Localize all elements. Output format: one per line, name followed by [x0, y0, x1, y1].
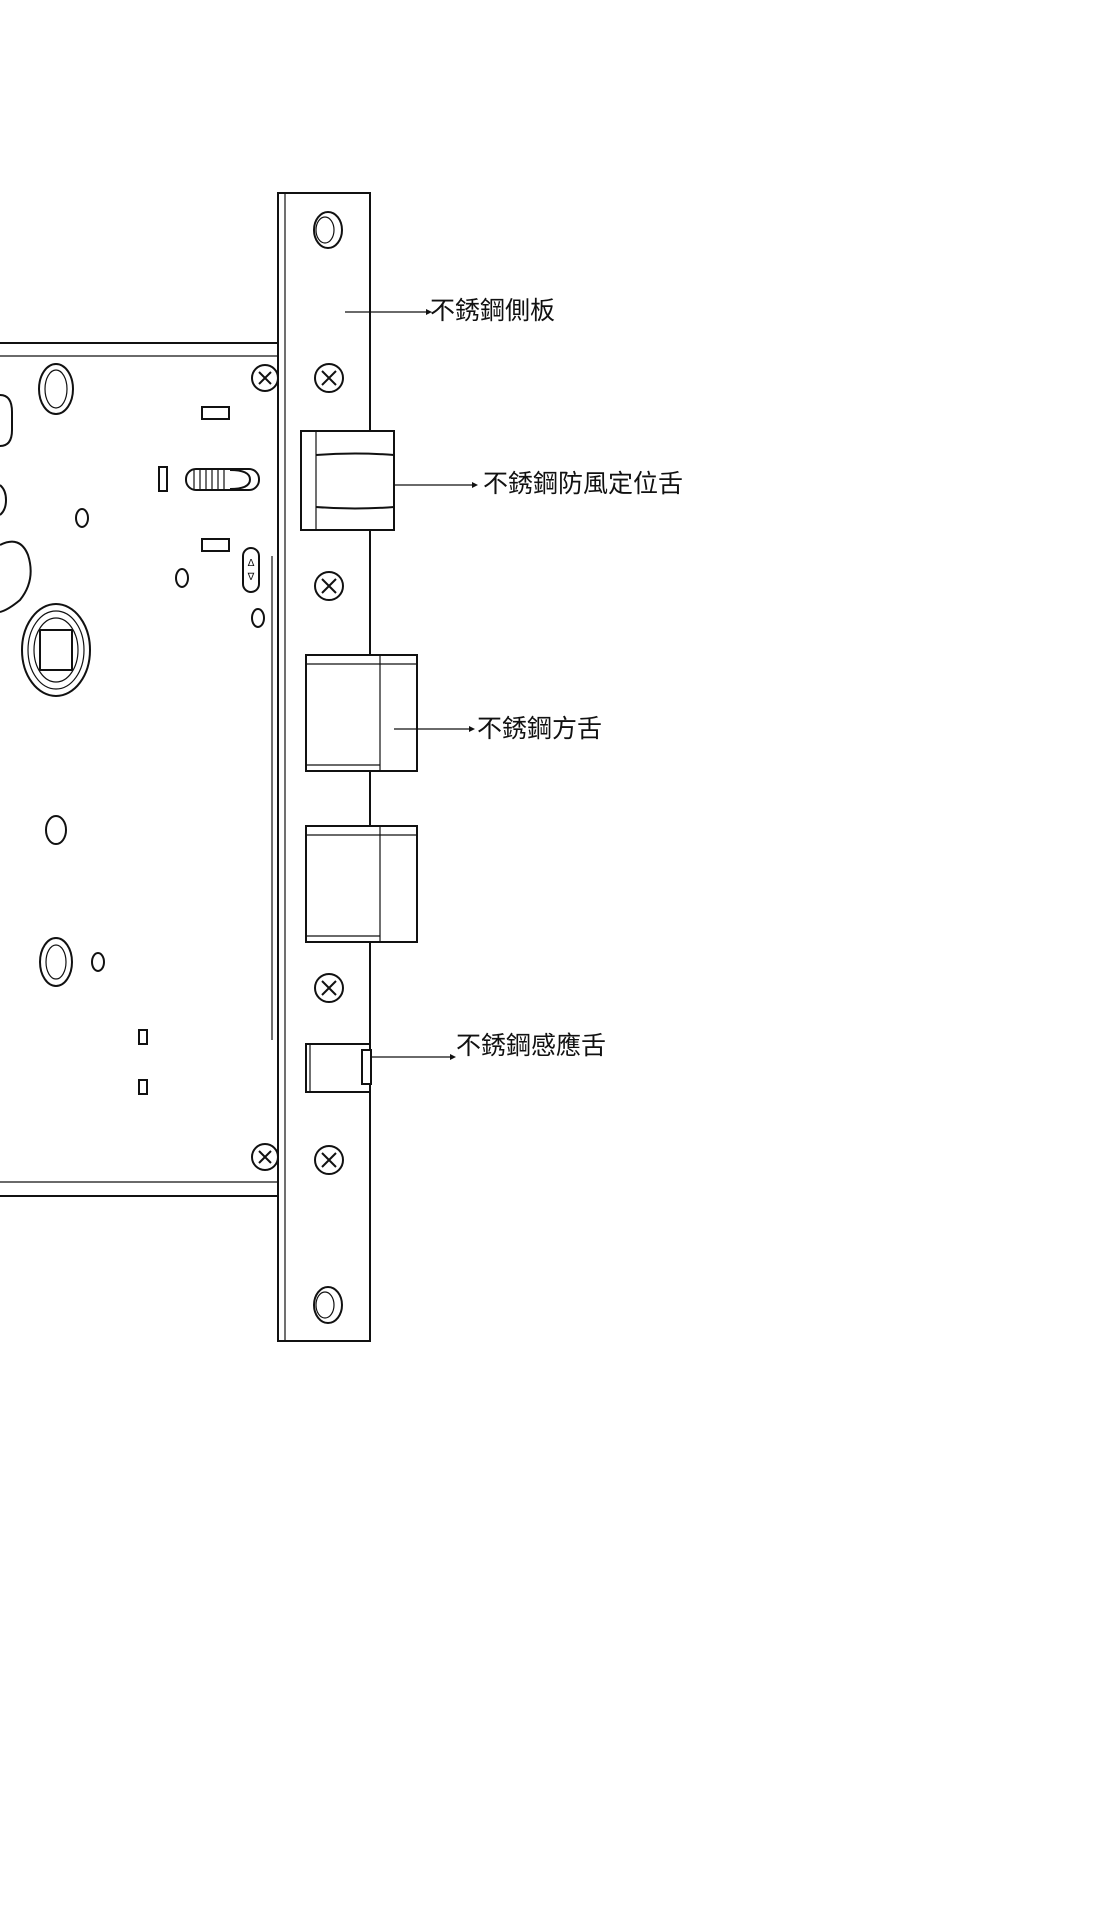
svg-text:Δ: Δ: [248, 558, 255, 569]
callout-side-plate: 不銹鋼側板: [430, 296, 556, 325]
sensor-latch: [305, 1043, 372, 1093]
leader-square-bolt: [394, 726, 475, 732]
anti-wind-latch: [300, 430, 395, 531]
callout-sensor-latch: 不銹鋼感應舌: [456, 1031, 607, 1060]
faceplate-screw-3: [314, 973, 344, 1003]
callout-anti-wind-latch: 不銹鋼防風定位舌: [483, 469, 684, 498]
case-features: Δ ∇: [0, 363, 265, 1095]
square-bolt-lower: [305, 825, 418, 943]
leader-sensor-latch: [371, 1054, 456, 1060]
faceplate-screw-2: [314, 571, 344, 601]
leader-anti-wind-latch: [394, 482, 478, 488]
faceplate-screw-1: [314, 363, 344, 393]
case-screw-top: [251, 364, 279, 392]
svg-text:∇: ∇: [247, 572, 255, 583]
case-screw-bottom: [251, 1143, 279, 1171]
leader-side-plate: [345, 309, 432, 315]
callout-square-bolt: 不銹鋼方舌: [477, 714, 603, 743]
square-bolt-upper: [305, 654, 418, 772]
faceplate-screw-4: [314, 1145, 344, 1175]
